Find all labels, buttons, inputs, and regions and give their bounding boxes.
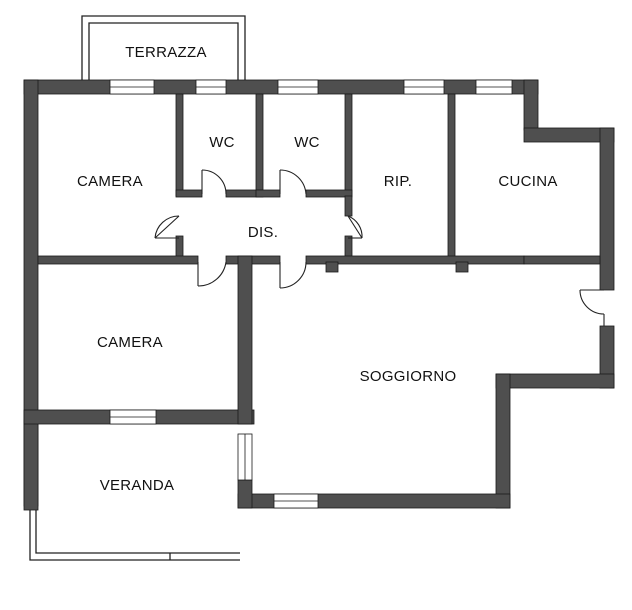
- room-label-cucina: CUCINA: [498, 173, 557, 190]
- room-label-camera-top: CAMERA: [77, 173, 143, 190]
- window-veranda-top: [109, 409, 157, 425]
- room-label-veranda: VERANDA: [100, 477, 175, 494]
- room-label-wc-right: WC: [294, 134, 320, 151]
- room-label-wc-left: WC: [209, 134, 235, 151]
- room-label-rip: RIP.: [384, 173, 412, 190]
- windows-top: [109, 79, 513, 95]
- window-soggiorno-bottom: [273, 493, 319, 509]
- room-label-camera-mid: CAMERA: [97, 334, 163, 351]
- window-veranda-side: [237, 433, 253, 481]
- room-label-soggiorno: SOGGIORNO: [360, 368, 457, 385]
- veranda-outline: [29, 505, 240, 561]
- room-label-terrazza: TERRAZZA: [125, 44, 207, 61]
- interior-walls: [37, 93, 601, 425]
- doors: [154, 169, 605, 326]
- terrazza-outline: [81, 15, 246, 80]
- room-label-dis: DIS.: [248, 224, 278, 241]
